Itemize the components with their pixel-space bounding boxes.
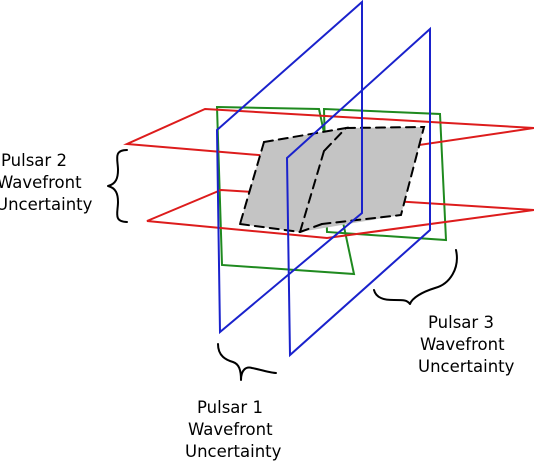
pulsar1-wavefront-planes — [215, 0, 431, 358]
pulsar1-label: Pulsar 1 Wavefront Uncertainty — [185, 398, 282, 461]
pulsar1-brace — [217, 343, 277, 381]
volume-back-face — [321, 125, 426, 225]
pulsar3-brace — [373, 249, 458, 305]
pulsar2-brace — [107, 149, 128, 223]
intersection-volume — [239, 125, 426, 233]
pulsar2-label: Pulsar 2 Wavefront Uncertainty — [0, 151, 93, 214]
pulsar1-label-line3: Uncertainty — [185, 442, 282, 461]
volume-front-right-vertical — [299, 150, 325, 233]
pulsar1-plane-front — [285, 26, 431, 358]
intersection-volume-fill — [240, 127, 424, 232]
pulsar1-label-line2: Wavefront — [188, 420, 273, 439]
volume-bottom-right — [299, 223, 323, 233]
volume-top-face-edges — [263, 126, 349, 152]
pulsar3-label: Pulsar 3 Wavefront Uncertainty — [418, 313, 515, 376]
pulsar3-label-line2: Wavefront — [420, 335, 505, 354]
pulsar2-label-line2: Wavefront — [0, 173, 82, 192]
pulsar1-plane-back — [215, 0, 363, 335]
volume-bottom-front — [239, 223, 301, 233]
pulsar2-label-line3: Uncertainty — [0, 195, 93, 214]
volume-back-vertical — [239, 141, 265, 225]
pulsar3-plane-front — [215, 105, 356, 276]
pulsar3-label-line3: Uncertainty — [418, 357, 515, 376]
intersection-volume-dashed-edges — [239, 125, 426, 233]
pulsar1-label-line1: Pulsar 1 — [197, 398, 263, 417]
pulsar2-label-line1: Pulsar 2 — [1, 151, 67, 170]
braces — [107, 149, 458, 381]
pulsar3-label-line1: Pulsar 3 — [428, 313, 494, 332]
